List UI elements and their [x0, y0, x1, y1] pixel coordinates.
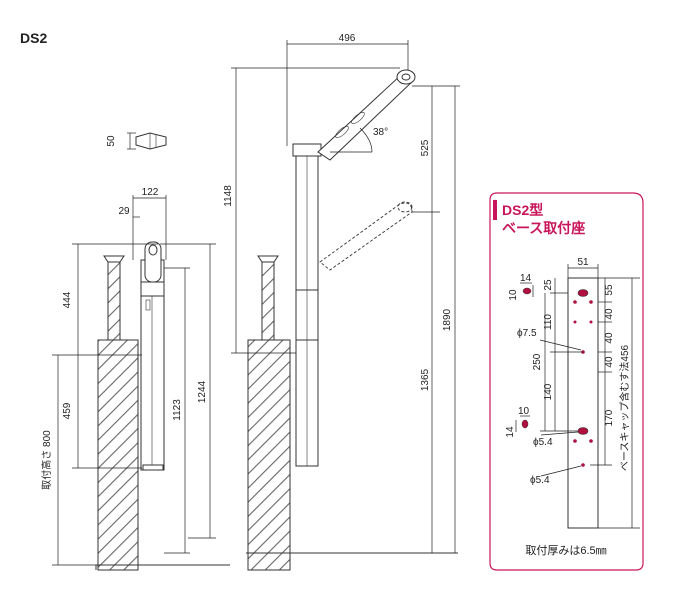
- arm-extended: [317, 72, 415, 161]
- parapet-cap: [103, 255, 125, 263]
- dim-456: ベースキャップ含むす法456: [618, 344, 631, 471]
- side-view: 50 122 29 444 459 取付高さ 800 1123 1244: [40, 132, 230, 571]
- dim-40-c: 40: [604, 356, 615, 368]
- dim-110: 110: [543, 314, 554, 330]
- dim-angle-38: 38°: [373, 127, 388, 138]
- dim-phi-5-4-a: ϕ5.4: [533, 437, 553, 448]
- model-title: DS2: [20, 30, 47, 46]
- base-plate: [567, 277, 599, 529]
- base-cap-icon: [127, 132, 167, 150]
- dim-1365: 1365: [420, 368, 431, 391]
- dim-140: 140: [543, 383, 554, 400]
- panel-title-1: DS2型: [502, 202, 543, 218]
- panel-title-2: ベース取付座: [502, 220, 585, 236]
- dim-122: 122: [142, 187, 159, 198]
- hole-top-slot: [577, 289, 589, 297]
- dim-1123: 1123: [172, 399, 183, 421]
- hole-5-4-lower: [581, 463, 585, 467]
- hole-mid-slot: [577, 427, 589, 435]
- arm-ghost: [319, 202, 413, 271]
- dim-459: 459: [62, 402, 73, 419]
- dim-444: 444: [62, 291, 73, 308]
- dim-250: 250: [532, 353, 543, 370]
- dim-1890: 1890: [442, 308, 453, 331]
- dim-25: 25: [543, 279, 554, 291]
- slot-detail-mid: [521, 419, 529, 429]
- slot-10-top: 10: [508, 289, 519, 301]
- dim-phi-7-5: ϕ7.5: [517, 328, 537, 339]
- open-view: 38° 496 1148 525 1890 1365: [223, 33, 460, 571]
- dim-1244: 1244: [197, 380, 208, 403]
- panel-note: 取付厚みは6.5㎜: [525, 544, 606, 557]
- dim-29: 29: [118, 206, 130, 217]
- slot-14-top: 14: [520, 273, 532, 284]
- dim-51: 51: [577, 257, 589, 268]
- dim-170: 170: [604, 409, 615, 426]
- slot-detail-top: [522, 287, 532, 295]
- dim-40-b: 40: [604, 332, 615, 344]
- wall-right: [247, 339, 291, 571]
- slot-14-mid: 14: [505, 426, 516, 438]
- dim-1148: 1148: [223, 185, 234, 207]
- dim-phi-5-4-b: ϕ5.4: [530, 475, 550, 486]
- dim-40-a: 40: [604, 308, 615, 320]
- dim-55: 55: [604, 284, 615, 296]
- dim-cap-50: 50: [106, 135, 117, 147]
- dim-496: 496: [339, 33, 356, 44]
- panel-title-bar: [493, 200, 497, 220]
- dim-525: 525: [420, 139, 431, 156]
- parapet-post: [107, 261, 121, 341]
- slot-10-mid: 10: [518, 406, 530, 417]
- dim-mount-height-800: 取付高さ 800: [40, 430, 53, 490]
- base-mount-panel: DS2型 ベース取付座 14 10 10 14 51 25: [489, 192, 644, 571]
- wall-left: [97, 339, 139, 571]
